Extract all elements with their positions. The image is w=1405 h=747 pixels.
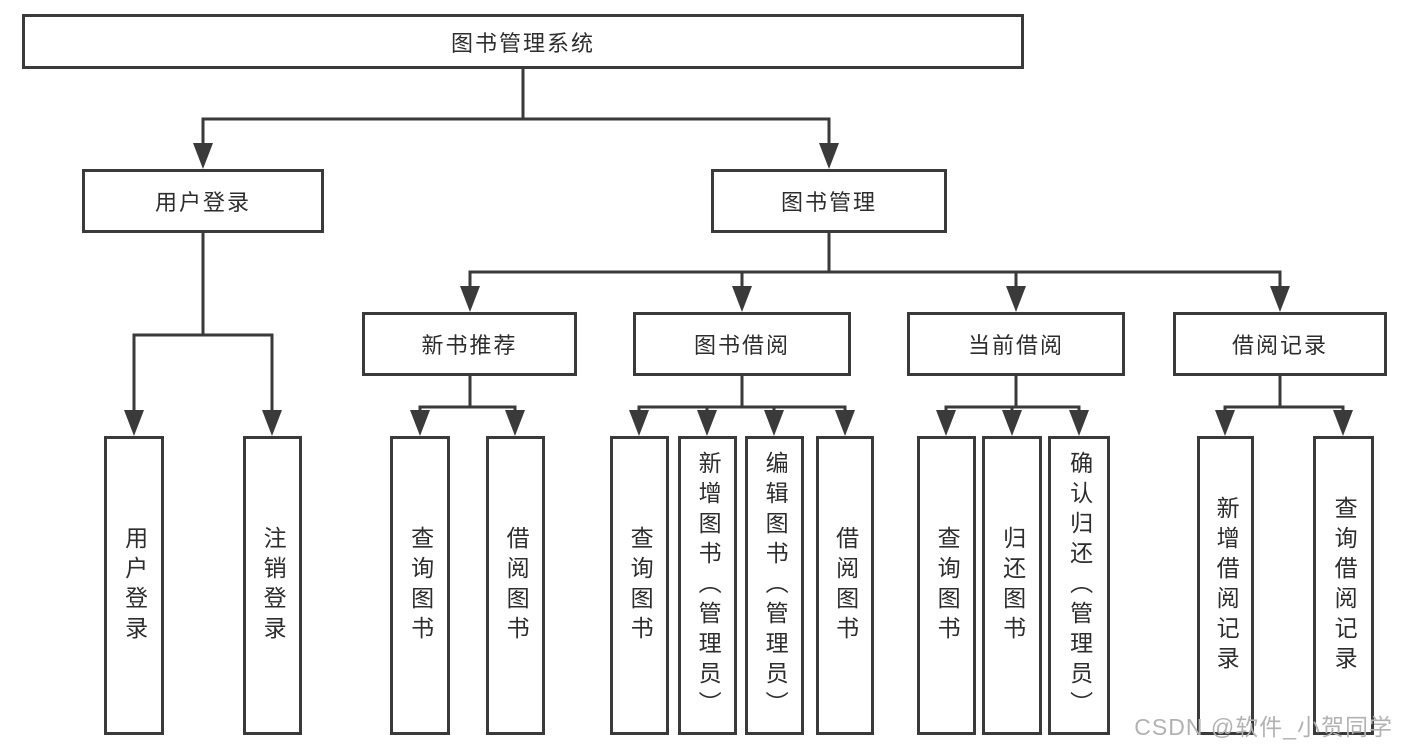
node-leaf-user-login: 用户登录	[104, 436, 164, 735]
node-leaf-borrow-books-2: 借阅图书	[816, 436, 874, 735]
node-leaf-user-login-label: 用户登录	[121, 525, 148, 646]
node-leaf-borrow-books-1: 借阅图书	[486, 436, 545, 735]
node-book-mgmt-label: 图书管理	[780, 190, 877, 215]
node-leaf-confirm-return-admin-label: 确认归还（管理员）	[1066, 450, 1093, 721]
node-leaf-return-books: 归还图书	[982, 436, 1042, 735]
node-book-borrow-label: 图书借阅	[693, 333, 790, 358]
node-leaf-confirm-return-admin: 确认归还（管理员）	[1048, 436, 1110, 735]
node-user-login-label: 用户登录	[154, 190, 251, 215]
node-borrow-records: 借阅记录	[1173, 312, 1387, 376]
node-current-borrow-label: 当前借阅	[967, 333, 1064, 358]
node-leaf-query-books-3: 查询图书	[917, 436, 976, 735]
connector-current-borrow-children	[936, 376, 1089, 436]
node-leaf-edit-books-admin-label: 编辑图书（管理员）	[762, 450, 789, 721]
node-book-mgmt: 图书管理	[711, 169, 947, 233]
node-leaf-add-borrow-record-label: 新增借阅记录	[1213, 495, 1240, 676]
node-leaf-add-books-admin: 新增图书（管理员）	[678, 436, 737, 735]
node-user-login: 用户登录	[82, 169, 324, 233]
node-root: 图书管理系统	[22, 14, 1024, 69]
node-leaf-query-borrow-record: 查询借阅记录	[1313, 436, 1374, 735]
node-leaf-query-borrow-record-label: 查询借阅记录	[1331, 495, 1358, 676]
connector-book-borrow-children	[629, 376, 855, 436]
node-leaf-edit-books-admin: 编辑图书（管理员）	[745, 436, 804, 735]
node-leaf-borrow-books-1-label: 借阅图书	[503, 525, 530, 646]
node-borrow-records-label: 借阅记录	[1231, 333, 1328, 358]
node-leaf-query-books-1-label: 查询图书	[407, 525, 434, 646]
connector-book-mgmt-children	[460, 233, 1290, 312]
connector-user-login-children	[124, 233, 282, 436]
node-leaf-return-books-label: 归还图书	[999, 525, 1026, 646]
node-leaf-logout-label: 注销登录	[260, 525, 287, 646]
connector-root-to-level1	[193, 69, 839, 169]
node-leaf-query-books-2: 查询图书	[610, 436, 669, 735]
node-current-borrow: 当前借阅	[907, 312, 1125, 376]
node-leaf-query-books-1: 查询图书	[390, 436, 450, 735]
connector-new-book-children	[410, 376, 525, 436]
node-leaf-query-books-3-label: 查询图书	[934, 525, 961, 646]
node-leaf-borrow-books-2-label: 借阅图书	[832, 525, 859, 646]
node-new-book-recommend: 新书推荐	[362, 312, 577, 376]
node-book-borrow: 图书借阅	[633, 312, 851, 376]
node-leaf-add-books-admin-label: 新增图书（管理员）	[695, 450, 722, 721]
node-new-book-recommend-label: 新书推荐	[421, 333, 518, 358]
node-root-label: 图书管理系统	[450, 30, 595, 56]
node-leaf-logout: 注销登录	[243, 436, 302, 735]
node-leaf-add-borrow-record: 新增借阅记录	[1197, 436, 1254, 735]
node-leaf-query-books-2-label: 查询图书	[627, 525, 654, 646]
connector-borrow-records-children	[1215, 376, 1353, 436]
csdn-watermark: CSDN @软件_小贺同学	[1134, 714, 1393, 740]
